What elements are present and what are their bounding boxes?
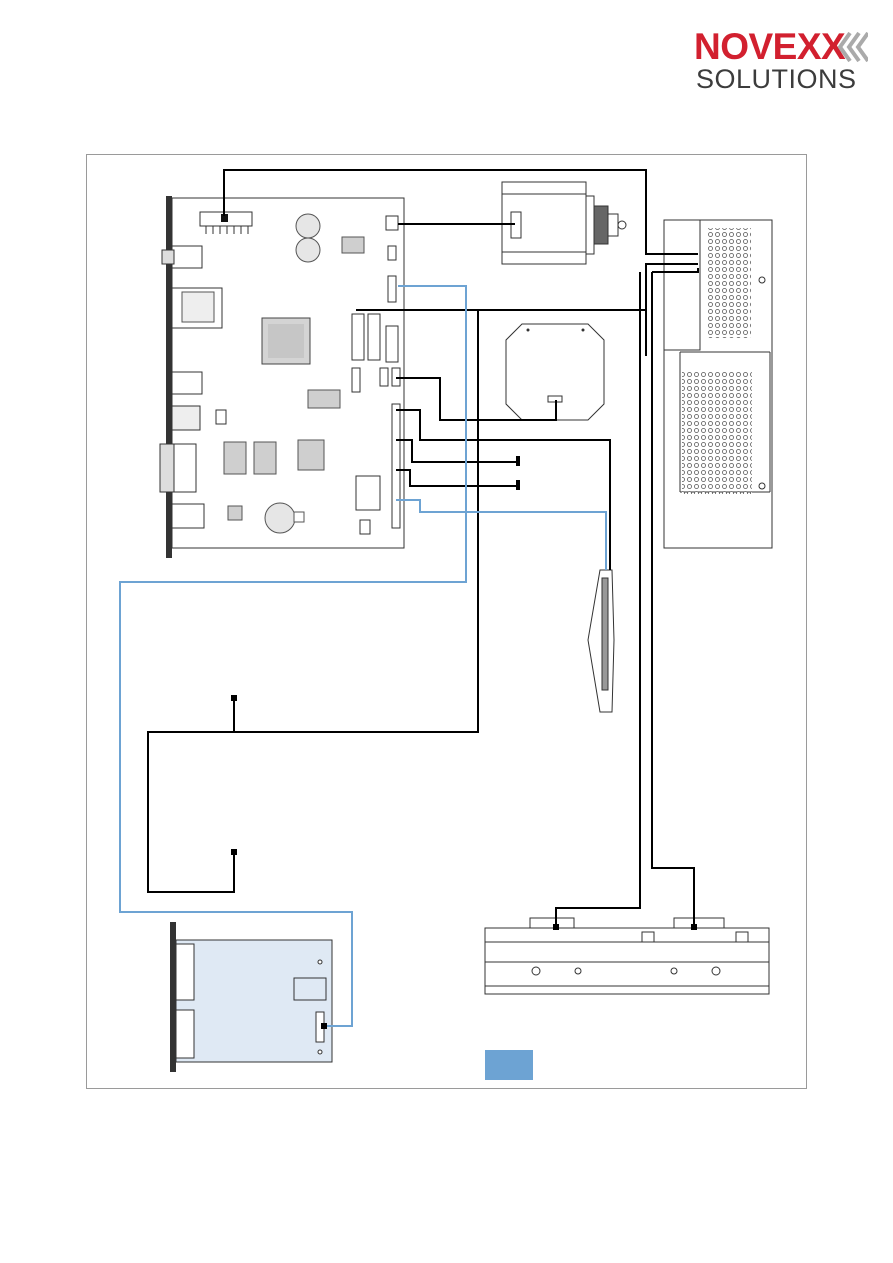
printhead	[485, 918, 769, 994]
stepper-motor	[502, 182, 626, 264]
legend-swatch-data-cable	[485, 1050, 533, 1080]
option-interface-board	[170, 922, 332, 1072]
power-supply	[664, 220, 772, 548]
dispensing-edge-sensor	[588, 570, 614, 712]
main-controller-board	[160, 196, 404, 558]
